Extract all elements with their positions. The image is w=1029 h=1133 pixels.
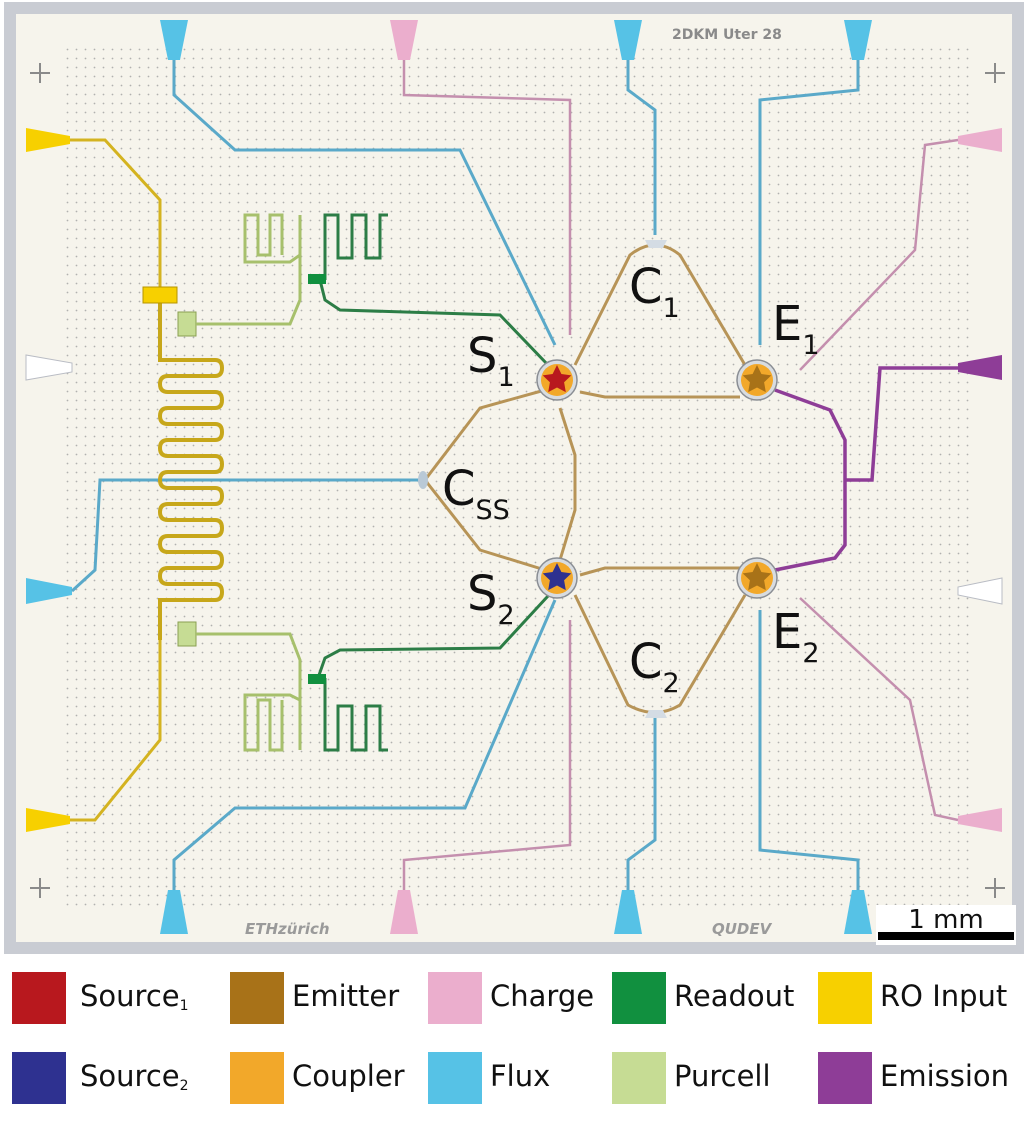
legend-swatch	[12, 972, 66, 1024]
legend-swatch	[612, 1052, 666, 1104]
qubit-s2	[536, 557, 578, 599]
emission-launcher	[958, 355, 1002, 380]
flux-launcher-top-1	[160, 20, 188, 60]
legend-swatch	[12, 1052, 66, 1104]
flux-lines	[70, 60, 860, 890]
legend-label: Charge	[490, 979, 595, 1013]
purcell-meander	[157, 300, 225, 640]
open-launcher-right	[957, 577, 1003, 605]
scale-bar-label: 1 mm	[908, 905, 983, 935]
legend-label: Coupler	[292, 1059, 405, 1093]
readout-coupler-bottom	[308, 674, 326, 684]
legend-label: Emission	[880, 1059, 1010, 1093]
eth-logo: ETHzürich	[245, 920, 330, 938]
flux-launcher-left	[26, 578, 72, 604]
label-s1: S1	[467, 328, 515, 393]
legend-swatch	[428, 972, 482, 1024]
chip-id-text: 2DKM Uter 28	[672, 27, 782, 43]
flux-launcher-top-3	[844, 20, 872, 60]
launchers	[25, 20, 1003, 934]
legend-label: Flux	[490, 1059, 551, 1093]
ro-input-launcher-bottom	[26, 808, 70, 832]
legend-swatch	[818, 972, 872, 1024]
purcell-coupler-bottom	[177, 621, 197, 647]
label-e1: E1	[772, 296, 820, 361]
css-coupler-pad	[418, 471, 428, 489]
legend-swatch	[428, 1052, 482, 1104]
legend-label: Source2	[80, 1059, 189, 1094]
charge-launcher-bottom	[390, 890, 418, 934]
ro-input-coupler	[142, 286, 178, 304]
c1-coupler-pad	[645, 240, 667, 248]
emission-lines	[774, 366, 958, 572]
scale-bar	[878, 932, 1014, 940]
purcell-coupler-top	[177, 311, 197, 337]
flux-launcher-top-2	[614, 20, 642, 60]
ro-input-line	[70, 138, 162, 822]
label-css: CSS	[442, 461, 510, 526]
open-launcher-left	[25, 354, 73, 381]
legend-label: Purcell	[674, 1059, 771, 1093]
readout-lines	[316, 213, 550, 752]
legend-swatch	[612, 972, 666, 1024]
flux-launcher-bottom-1	[160, 890, 188, 934]
qudev-logo: QUDEV	[712, 920, 773, 938]
purcell-lines	[196, 213, 302, 752]
ro-input-launcher-top	[26, 128, 70, 152]
label-s2: S2	[467, 566, 515, 631]
charge-lines	[402, 60, 959, 890]
qubit-s1	[536, 359, 578, 401]
label-c1: C1	[629, 259, 680, 324]
c2-coupler-pad	[645, 710, 667, 718]
label-c2: C2	[629, 634, 680, 699]
charge-launcher-top	[390, 20, 418, 60]
chip-diagram: S1 S2 E1 E2 C1 C2 CSS 2DKM Uter 28 ETHzü…	[4, 2, 1024, 954]
flux-launcher-bottom-2	[614, 890, 642, 934]
charge-launcher-right-bottom	[958, 808, 1002, 832]
legend-label: Emitter	[292, 979, 400, 1013]
legend-label: Source1	[80, 979, 189, 1014]
label-e2: E2	[772, 604, 820, 669]
qubit-e2	[736, 557, 778, 599]
legend-label: Readout	[674, 979, 795, 1013]
legend-swatch	[230, 972, 284, 1024]
alignment-marks	[30, 63, 1005, 898]
legend-swatch	[230, 1052, 284, 1104]
readout-coupler-top	[308, 274, 326, 284]
legend-swatch	[818, 1052, 872, 1104]
qubit-e1	[736, 359, 778, 401]
legend-label: RO Input	[880, 979, 1008, 1013]
charge-launcher-right-top	[958, 128, 1002, 152]
flux-launcher-bottom-3	[844, 890, 872, 934]
